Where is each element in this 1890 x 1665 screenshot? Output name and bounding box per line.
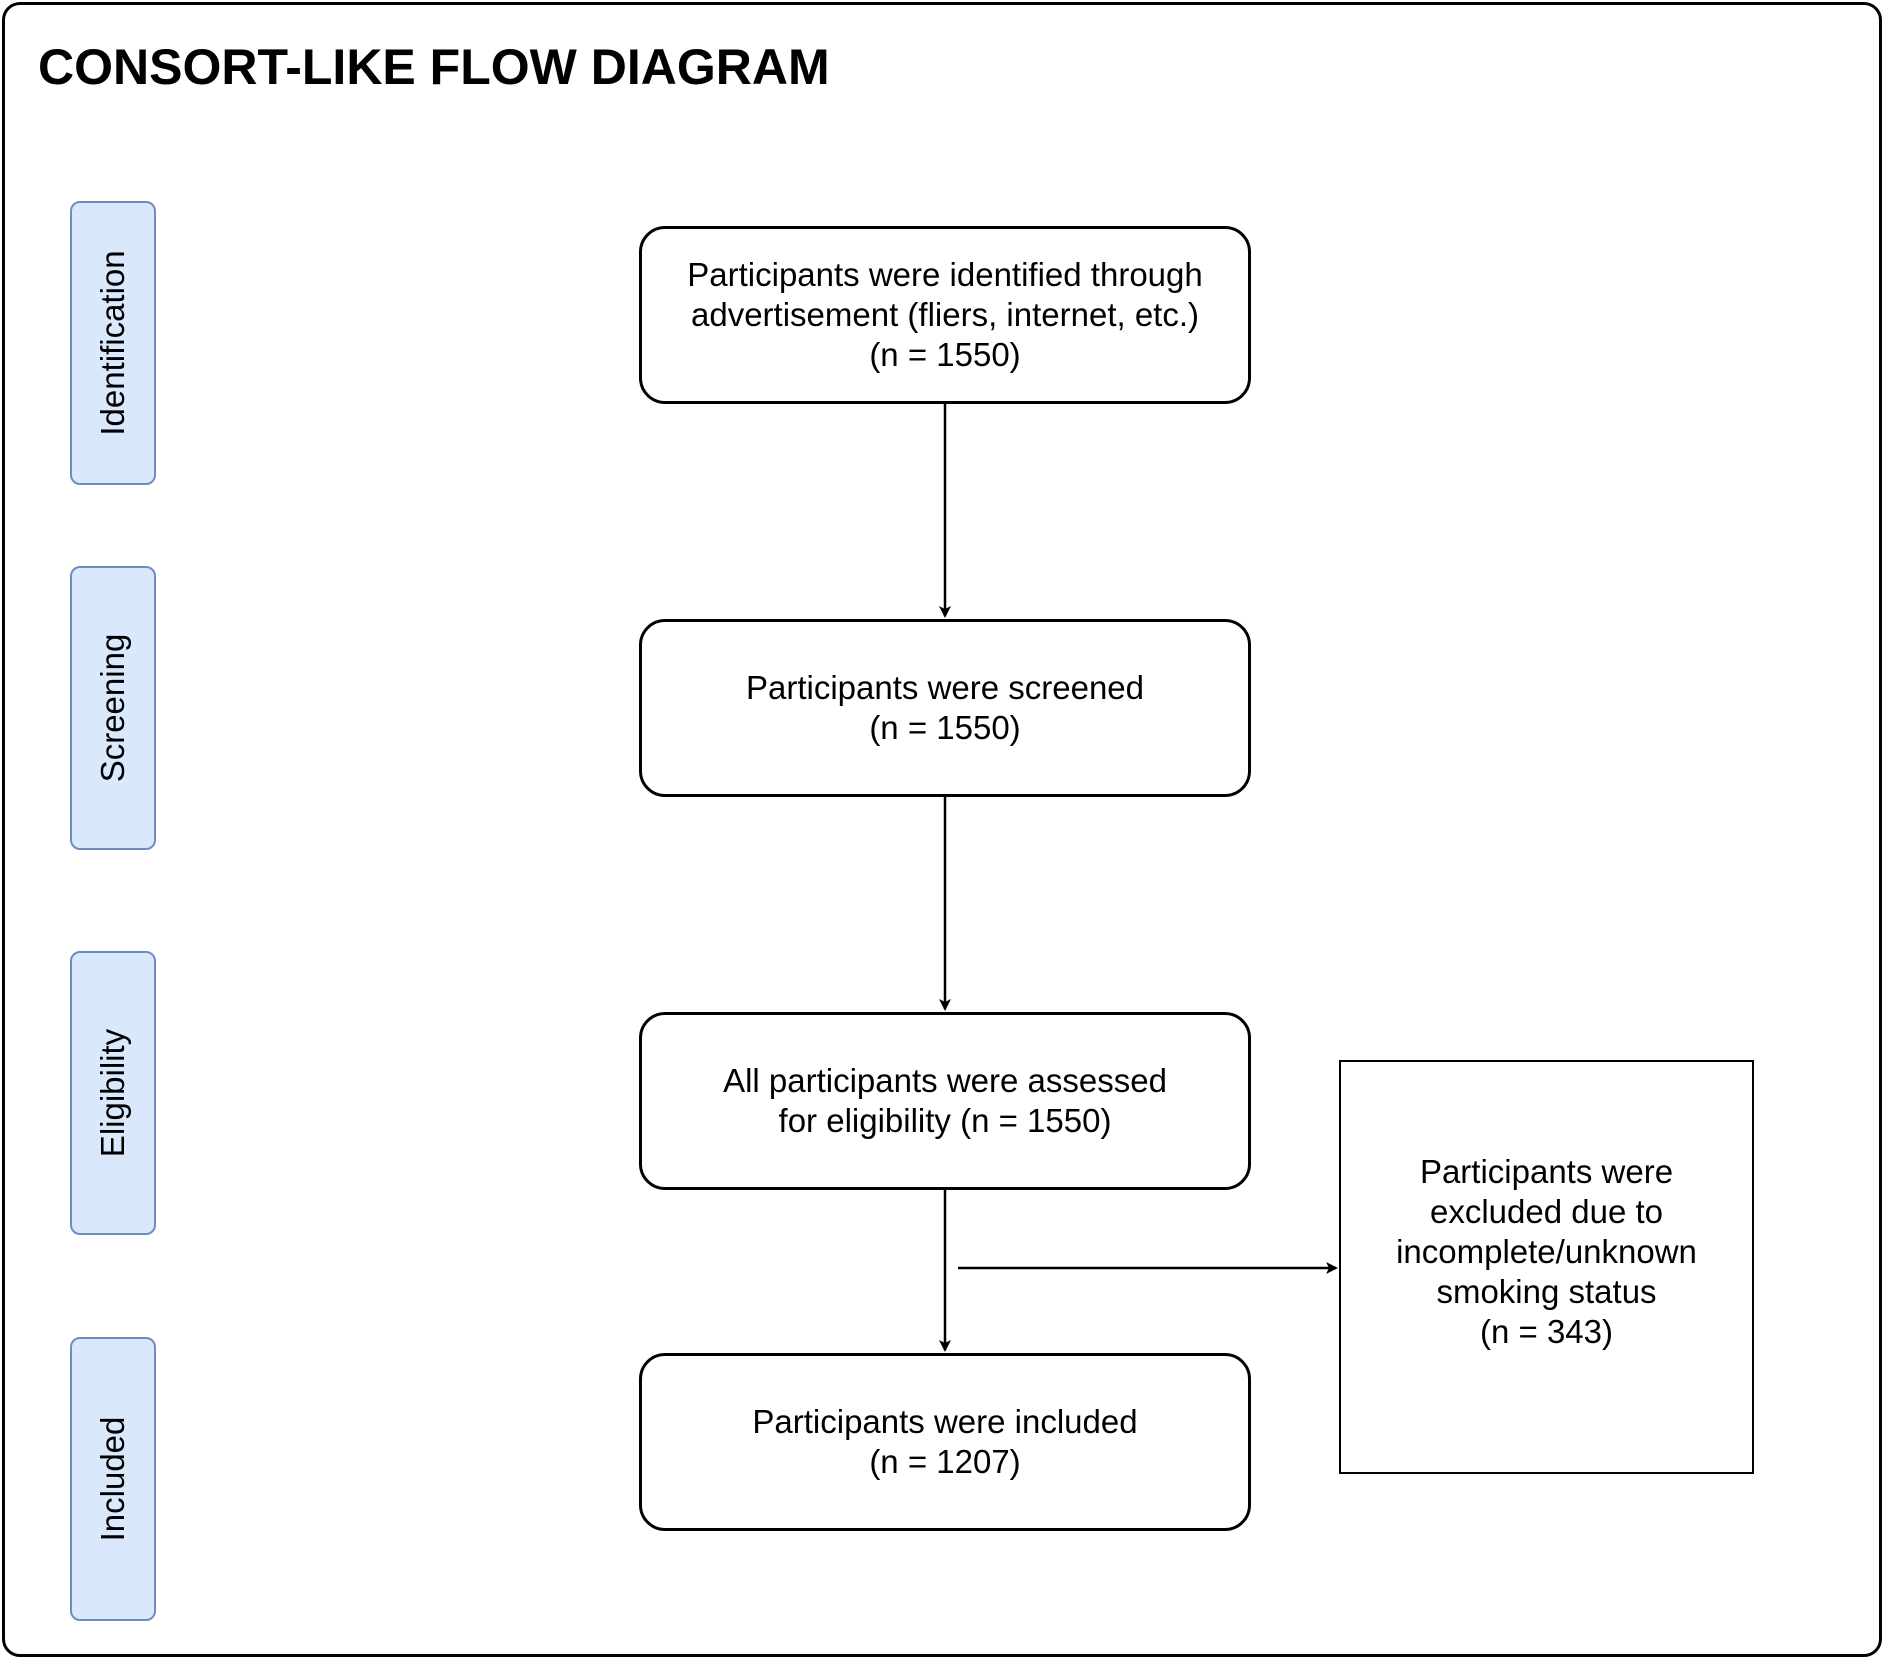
box-text-line: (n = 343) [1480,1313,1613,1350]
box-text-line: Participants were identified through [687,256,1203,293]
box-text-line: (n = 1550) [869,709,1021,746]
box-text-line: (n = 1550) [869,336,1021,373]
box-text-line: Participants were [1419,1153,1674,1190]
box-excluded: Participants were excluded due to incomp… [1339,1060,1754,1474]
stage-included: Included [70,1337,156,1621]
box-eligibility: All participants were assessed for eligi… [639,1012,1251,1190]
box-included: Participants were included (n = 1207) [639,1353,1251,1531]
box-text-line: Participants were screened [745,669,1145,706]
box-text-line: for eligibility (n = 1550) [778,1102,1112,1139]
box-text-line: All participants were assessed [723,1062,1167,1099]
diagram-title: CONSORT-LIKE FLOW DIAGRAM [38,39,830,95]
box-text-line: Participants were included [752,1403,1138,1440]
stage-screening: Screening [70,566,156,850]
box-screened: Participants were screened (n = 1550) [639,619,1251,797]
stage-identification: Identification [70,201,156,485]
box-text-line: incomplete/unknown [1396,1233,1697,1270]
box-text-line: advertisement (fliers, internet, etc.) [690,296,1200,333]
box-text-line: smoking status [1436,1273,1657,1310]
box-text-line: (n = 1207) [869,1443,1021,1480]
box-text-line: excluded due to [1429,1193,1663,1230]
stage-eligibility: Eligibility [70,951,156,1235]
box-identified: Participants were identified through adv… [639,226,1251,404]
